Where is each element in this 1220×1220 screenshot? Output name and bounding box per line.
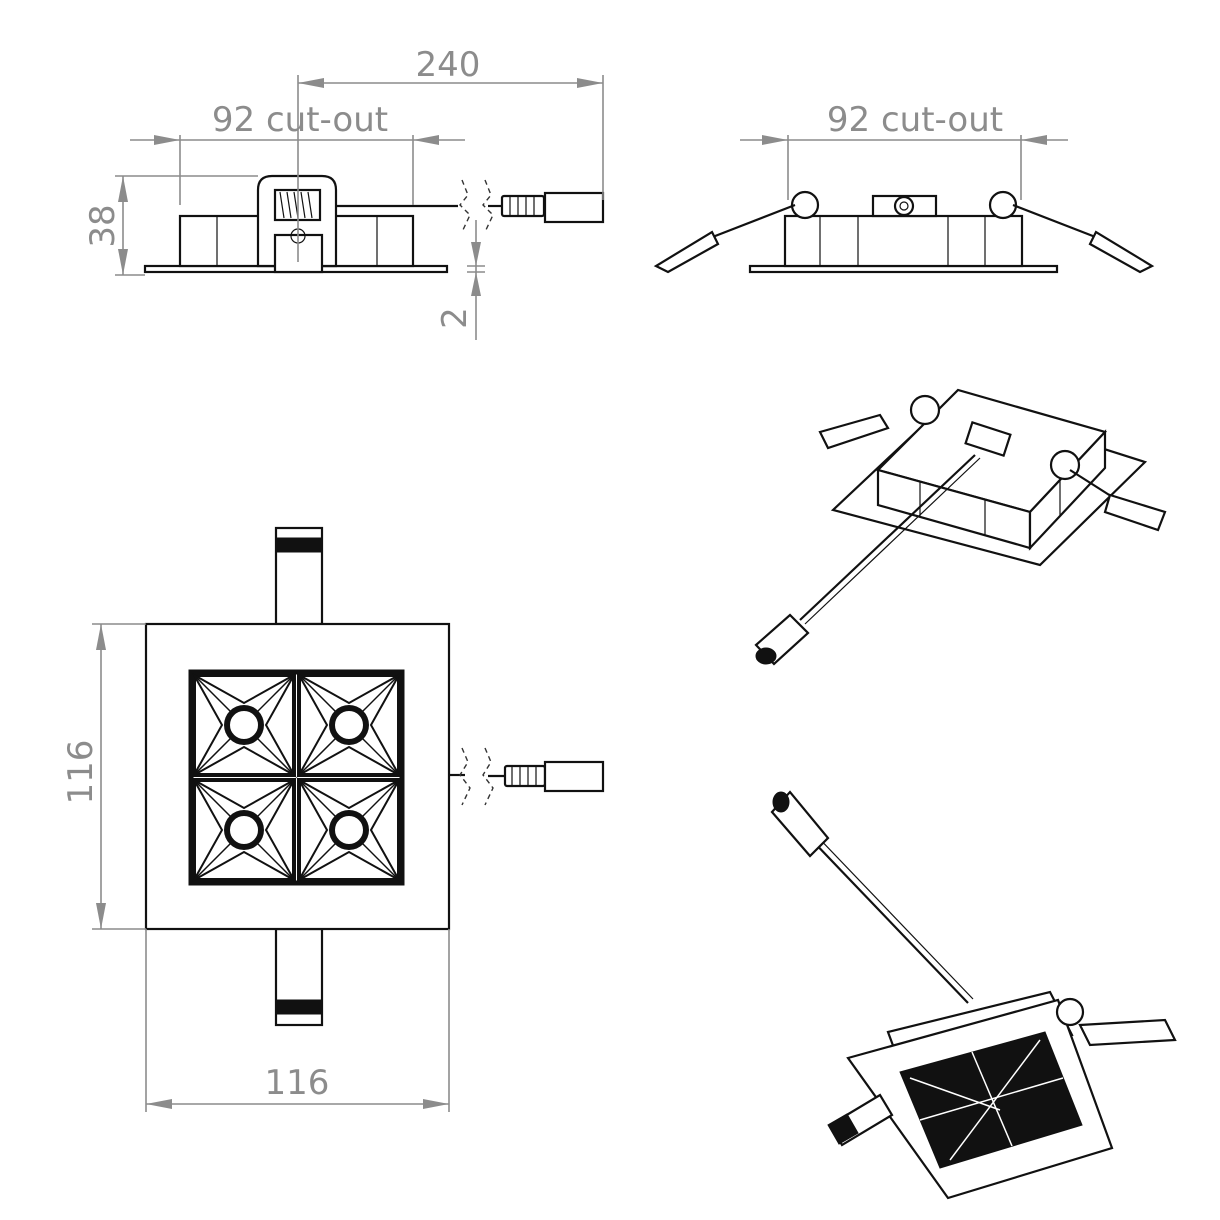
plan-view: 116 116: [61, 526, 605, 1112]
front-housing: [783, 214, 1024, 268]
dim-side-cutout: 92 cut-out: [212, 100, 388, 140]
iso-view-front: [770, 790, 1177, 1200]
iso-front-lever: [1078, 1018, 1177, 1047]
plan-optic-cell: [191, 672, 297, 778]
dim-plan-height: 116: [61, 740, 101, 805]
front-lever-left: [653, 230, 720, 274]
front-spring-left: [790, 190, 820, 220]
iso-front-optics: [899, 1031, 1083, 1169]
dim-plate-thickness: 2: [435, 307, 475, 329]
dim-overall-length: 240: [416, 45, 481, 85]
side-connector-body: [543, 191, 605, 224]
front-lever-right: [1088, 230, 1155, 274]
plan-optic-frame: [188, 669, 405, 886]
plan-optic-cell: [191, 777, 297, 883]
iso-back-cable: [799, 454, 976, 621]
plan-optic-cell: [296, 777, 402, 883]
dim-plan-width: 116: [265, 1063, 330, 1103]
iso-back-connector: [964, 420, 1012, 458]
iso-back-lever-right: [1103, 493, 1167, 532]
iso-back-lever-left: [818, 413, 890, 450]
plan-connector-body: [543, 760, 605, 793]
front-spring-right: [988, 190, 1018, 220]
dim-height: 38: [83, 204, 123, 247]
plan-connector-ribs: [503, 764, 547, 788]
side-connector-ribs: [500, 194, 546, 218]
side-view: 240 92 cut-out 38 2: [83, 45, 605, 340]
iso-view-back: [754, 388, 1167, 666]
plan-optic-cell: [296, 672, 402, 778]
front-view: 92 cut-out: [653, 100, 1155, 274]
dim-front-cutout: 92 cut-out: [827, 100, 1003, 140]
